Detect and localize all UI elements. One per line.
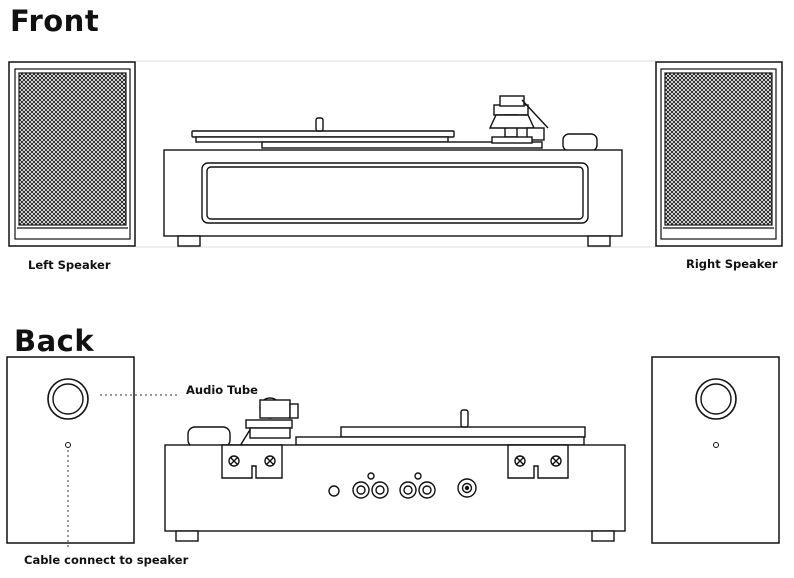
- audio-tube-label: Audio Tube: [186, 383, 258, 397]
- right-speaker-front: [655, 61, 783, 247]
- spindle-back: [460, 409, 469, 428]
- hinge-bracket-right: [507, 444, 569, 479]
- foot-right-back: [591, 530, 615, 542]
- foot-left-front: [177, 235, 201, 247]
- foot-right-front: [587, 235, 611, 247]
- left-speaker-back: [6, 356, 135, 544]
- turntable-back: [164, 397, 626, 542]
- spindle-front: [315, 117, 324, 132]
- right-speaker-label: Right Speaker: [686, 257, 778, 271]
- back-heading: Back: [14, 324, 95, 358]
- rca-output-group-1: [352, 472, 389, 499]
- ground-terminal: [328, 485, 340, 497]
- cable-jack-left: [65, 442, 71, 448]
- turntable-front: [163, 95, 623, 247]
- front-heading: Front: [10, 4, 100, 38]
- cable-jack-right: [713, 442, 719, 448]
- power-jack: [457, 478, 477, 498]
- right-speaker-back: [651, 356, 780, 544]
- left-speaker-label: Left Speaker: [28, 258, 111, 272]
- left-speaker-front: [8, 61, 136, 247]
- tonearm-back: [239, 397, 299, 447]
- tonearm-front: [488, 95, 549, 144]
- left-speaker-grille: [18, 72, 127, 226]
- dust-cover-hinge-back: [187, 426, 231, 448]
- dust-cover-hinge-front: [562, 133, 598, 152]
- hinge-bracket-left: [221, 444, 283, 479]
- rca-output-group-2: [399, 472, 436, 499]
- cable-label: Cable connect to speaker: [24, 553, 189, 567]
- right-speaker-grille: [664, 72, 773, 226]
- foot-left-back: [175, 530, 199, 542]
